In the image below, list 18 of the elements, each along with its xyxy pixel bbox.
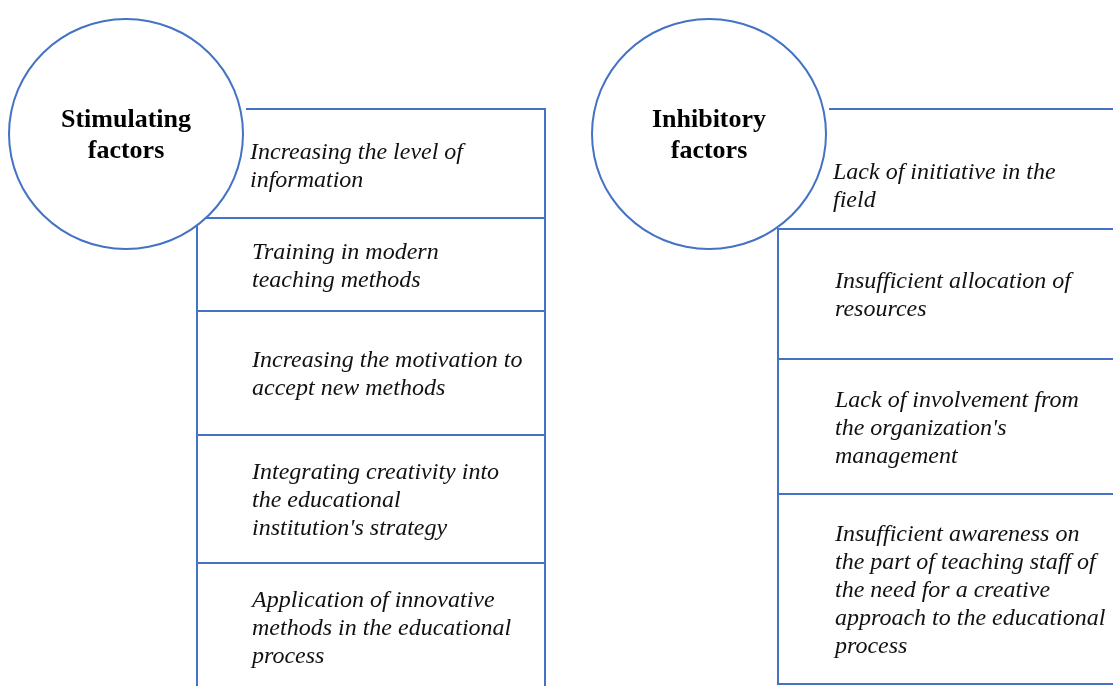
factor-box bbox=[196, 217, 546, 312]
factor-box bbox=[196, 562, 546, 686]
factor-box bbox=[777, 493, 1113, 685]
factor-text: Training in modern teaching methods bbox=[252, 236, 440, 293]
factor-box bbox=[246, 108, 546, 219]
circle-heading: Stimulating factors bbox=[60, 103, 192, 165]
factor-box bbox=[196, 434, 546, 564]
factor-text: Increasing the level of information bbox=[250, 136, 467, 193]
factor-text: Increasing the motivation to accept new methods bbox=[252, 345, 524, 401]
circle-heading: Inhibitory factors bbox=[650, 103, 768, 165]
factor-box bbox=[777, 228, 1113, 360]
factor-box bbox=[196, 310, 546, 436]
factor-text: Lack of involvement from the organization's management bbox=[835, 384, 1080, 469]
factor-text: Application of innovative methods in the educational process bbox=[252, 585, 513, 669]
factor-text: Insufficient awareness on the part of teaching staff of the need for a creative approach to the educational process bbox=[835, 519, 1107, 659]
factor-text: Integrating creativity into the educational institution's strategy bbox=[252, 457, 501, 541]
factor-text: Lack of initiative in the field bbox=[833, 157, 1057, 213]
factor-text: Insufficient allocation of resources bbox=[835, 266, 1111, 322]
